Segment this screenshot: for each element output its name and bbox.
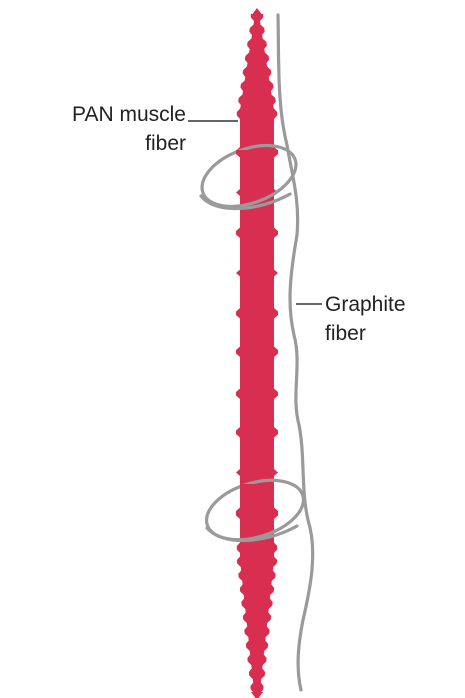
graphite-fiber bbox=[278, 15, 313, 690]
pan-muscle-fiber-front-upper bbox=[236, 150, 278, 189]
fiber-bottom-tip bbox=[251, 692, 263, 698]
pan-muscle-fiber-front-lower bbox=[236, 484, 278, 519]
graphite-label-line1: Graphite bbox=[325, 290, 406, 319]
pan-label-line2: fiber bbox=[6, 129, 186, 158]
graphite-label-line2: fiber bbox=[325, 319, 406, 348]
fiber-top-tip bbox=[251, 8, 263, 16]
pan-label-line1: PAN muscle bbox=[6, 100, 186, 129]
graphite-fiber-label: Graphite fiber bbox=[325, 290, 406, 348]
pan-muscle-fiber-label: PAN muscle fiber bbox=[6, 100, 186, 158]
pan-muscle-fiber bbox=[236, 14, 278, 693]
